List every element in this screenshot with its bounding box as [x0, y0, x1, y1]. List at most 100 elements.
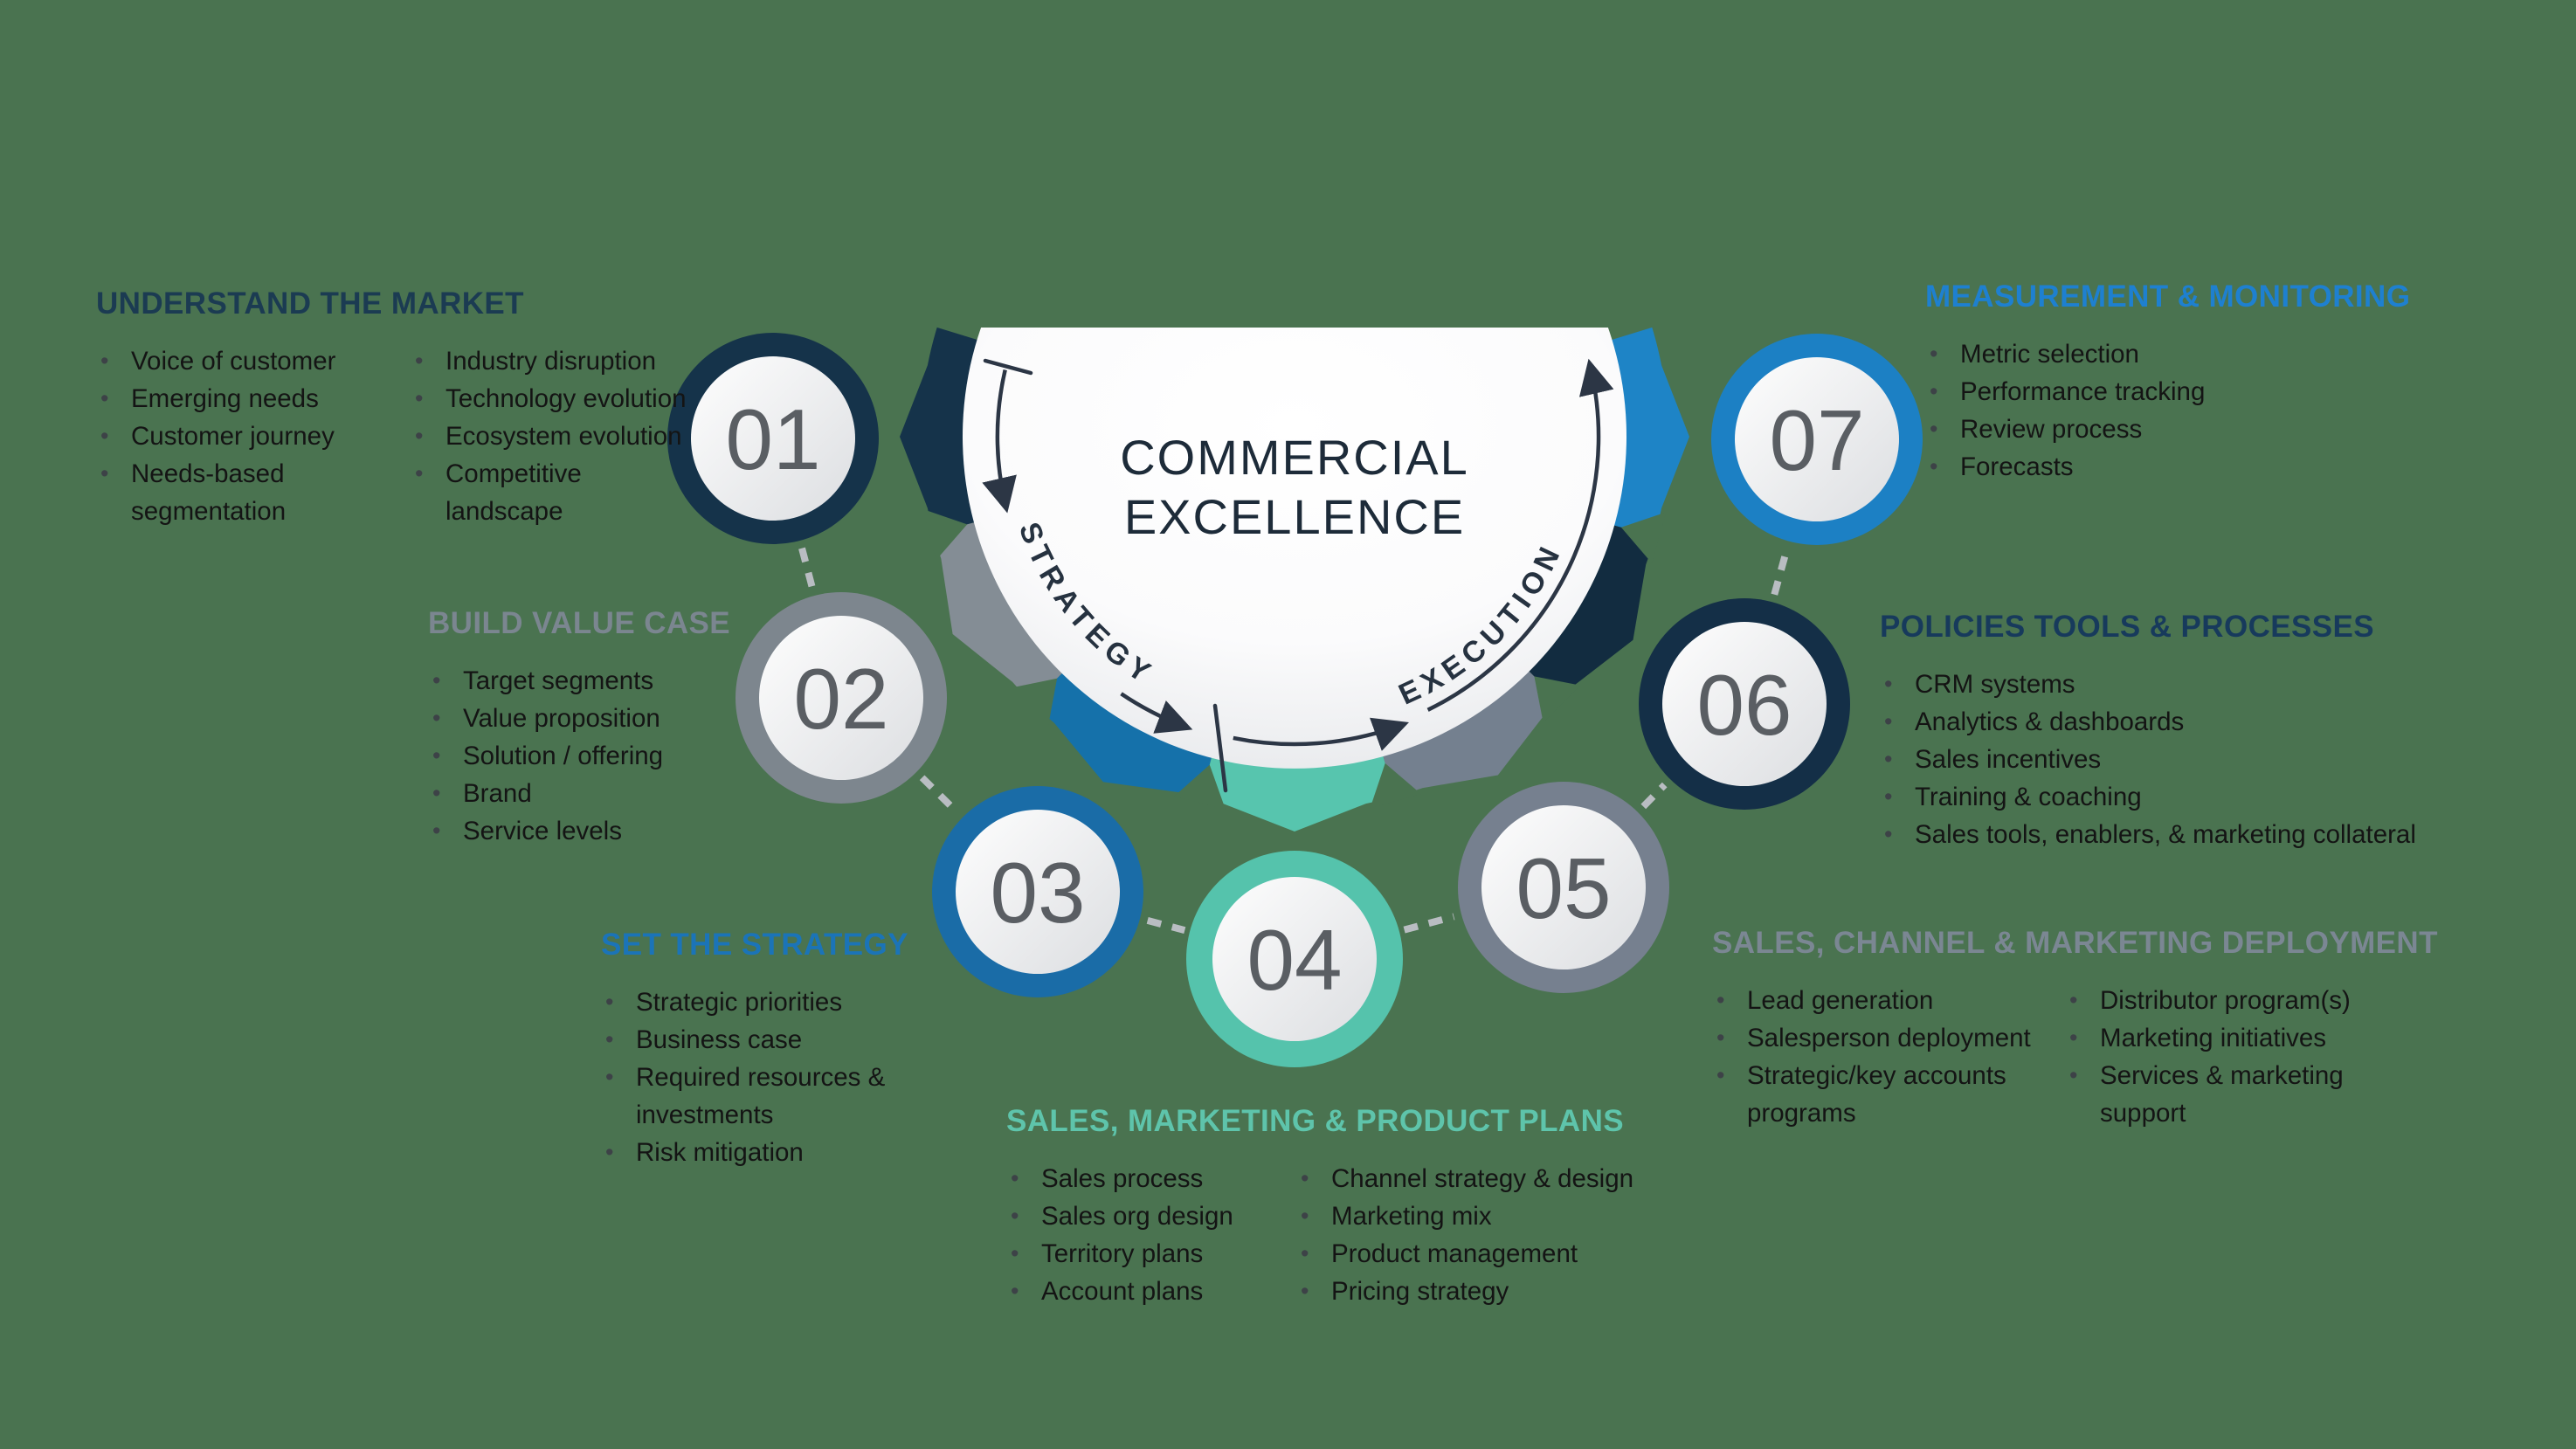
bullet-item: Forecasts: [1925, 448, 2205, 486]
hub-title-line1: COMMERCIAL: [1120, 430, 1469, 485]
bullet-item: Lead generation: [1712, 982, 2065, 1019]
bottom-divider-tick: [1212, 703, 1228, 793]
cycle-arrows: [982, 358, 1614, 793]
bullet-item: Marketing initiatives: [2065, 1019, 2351, 1057]
bullet-item: Analytics & dashboards: [1880, 703, 2416, 741]
step-face-02: [759, 616, 923, 780]
section-title: BUILD VALUE CASE: [428, 606, 731, 640]
section-sales-marketing-product-plans: SALES, MARKETING & PRODUCT PLANS Sales p…: [1006, 1104, 1633, 1310]
step-face-06: [1662, 622, 1827, 786]
bullet-item: Service levels: [428, 812, 663, 850]
bullet-item: Brand: [428, 775, 663, 812]
bullet-list: Lead generationSalesperson deploymentStr…: [1712, 982, 2065, 1132]
step-circle-02: 02: [736, 592, 947, 804]
bullet-list: Target segmentsValue propositionSolution…: [428, 662, 663, 850]
bullet-item: Strategic priorities: [601, 983, 885, 1021]
bullet-item: Required resources & investments: [601, 1059, 885, 1134]
ring-segment-2: [933, 521, 1065, 704]
hub-bowl: [963, 328, 1626, 769]
bullet-item: Solution / offering: [428, 737, 663, 775]
bullet-item: Territory plans: [1006, 1235, 1296, 1273]
ring-segment-7: [1608, 327, 1689, 537]
step-circle-05: 05: [1458, 782, 1669, 993]
step-circle-04: 04: [1186, 851, 1403, 1067]
step-circle-06: 06: [1639, 598, 1850, 810]
bullet-item: Target segments: [428, 662, 663, 700]
bullet-item: Emerging needs: [96, 380, 411, 417]
step-number-04: 04: [1247, 912, 1342, 1008]
bullet-item: Business case: [601, 1021, 885, 1059]
section-title: UNDERSTAND THE MARKET: [96, 286, 524, 321]
section-build-value-case: BUILD VALUE CASE Target segmentsValue pr…: [428, 606, 730, 850]
step-number-07: 07: [1769, 392, 1864, 488]
section-title: SALES, MARKETING & PRODUCT PLANS: [1006, 1104, 1624, 1138]
bullet-list: Industry disruptionTechnology evolutionE…: [411, 342, 687, 530]
strategy-start-tick: [983, 358, 1033, 376]
bullet-item: Sales incentives: [1880, 741, 2416, 778]
section-title: SALES, CHANNEL & MARKETING DEPLOYMENT: [1712, 926, 2438, 960]
step-face-03: [956, 810, 1120, 974]
bullet-list: Sales processSales org designTerritory p…: [1006, 1160, 1296, 1310]
bullet-item: Services & marketing support: [2065, 1057, 2351, 1132]
section-measurement-monitoring: MEASUREMENT & MONITORING Metric selectio…: [1925, 279, 2410, 486]
bullet-item: Channel strategy & design: [1296, 1160, 1633, 1197]
section-title: SET THE STRATEGY: [601, 928, 908, 962]
ring-notches: [922, 508, 1667, 810]
step-circle-07: 07: [1711, 334, 1923, 545]
ring-segment-6: [1526, 524, 1655, 701]
section-title: POLICIES TOOLS & PROCESSES: [1880, 610, 2374, 644]
bullet-item: Metric selection: [1925, 335, 2205, 373]
bullet-list: Voice of customerEmerging needsCustomer …: [96, 342, 411, 530]
bullet-item: Salesperson deployment: [1712, 1019, 2065, 1057]
bullet-item: Technology evolution: [411, 380, 687, 417]
hub-ring: [900, 327, 1689, 831]
step-connectors: [798, 547, 1791, 934]
bullet-item: Needs-based segmentation: [96, 455, 411, 530]
bullet-item: Sales tools, enablers, & marketing colla…: [1880, 816, 2416, 853]
hub-title-line2: EXCELLENCE: [1124, 489, 1465, 544]
step-number-01: 01: [725, 391, 820, 487]
bullet-item: CRM systems: [1880, 666, 2416, 703]
ring-segment-1: [900, 327, 981, 534]
section-title: MEASUREMENT & MONITORING: [1925, 279, 2411, 314]
bullet-item: Training & coaching: [1880, 778, 2416, 816]
bullet-item: Account plans: [1006, 1273, 1296, 1310]
step-number-02: 02: [793, 651, 888, 747]
step-face-07: [1735, 357, 1899, 521]
execution-start-arrow: [1233, 717, 1409, 751]
step-circle-03: 03: [932, 786, 1143, 997]
strategy-end-arrow: [1120, 692, 1193, 734]
bullet-list: Channel strategy & designMarketing mixPr…: [1296, 1160, 1633, 1310]
bullet-item: Product management: [1296, 1235, 1633, 1273]
bullet-list: Distributor program(s)Marketing initiati…: [2065, 982, 2351, 1132]
bullet-list: CRM systemsAnalytics & dashboardsSales i…: [1880, 666, 2416, 853]
bullet-item: Risk mitigation: [601, 1134, 885, 1171]
bullet-item: Performance tracking: [1925, 373, 2205, 411]
step-number-05: 05: [1516, 840, 1611, 936]
section-understand-the-market: UNDERSTAND THE MARKET Voice of customerE…: [96, 286, 687, 530]
bullet-item: Sales process: [1006, 1160, 1296, 1197]
bullet-item: Marketing mix: [1296, 1197, 1633, 1235]
bullet-list: Strategic prioritiesBusiness caseRequire…: [601, 983, 885, 1171]
ring-segment-3: [1032, 671, 1212, 799]
bullet-item: Voice of customer: [96, 342, 411, 380]
step-face-05: [1481, 805, 1646, 969]
bullet-item: Value proposition: [428, 700, 663, 737]
step-number-03: 03: [990, 845, 1085, 941]
step-circle-01: 01: [667, 333, 879, 544]
section-sales-channel-marketing-deployment: SALES, CHANNEL & MARKETING DEPLOYMENT Le…: [1712, 926, 2438, 1132]
hub-title: COMMERCIAL EXCELLENCE: [1120, 430, 1469, 544]
bullet-item: Distributor program(s): [2065, 982, 2351, 1019]
ring-segment-4: [1200, 753, 1395, 831]
step-face-01: [691, 356, 855, 521]
ring-segment-5: [1382, 668, 1559, 797]
bullet-list: Metric selectionPerformance trackingRevi…: [1925, 335, 2205, 486]
bullet-item: Sales org design: [1006, 1197, 1296, 1235]
section-set-the-strategy: SET THE STRATEGY Strategic prioritiesBus…: [601, 928, 908, 1171]
step-number-06: 06: [1696, 657, 1792, 753]
bullet-item: Review process: [1925, 411, 2205, 448]
step-face-04: [1212, 877, 1377, 1041]
strategy-down-arrow: [982, 369, 1017, 514]
